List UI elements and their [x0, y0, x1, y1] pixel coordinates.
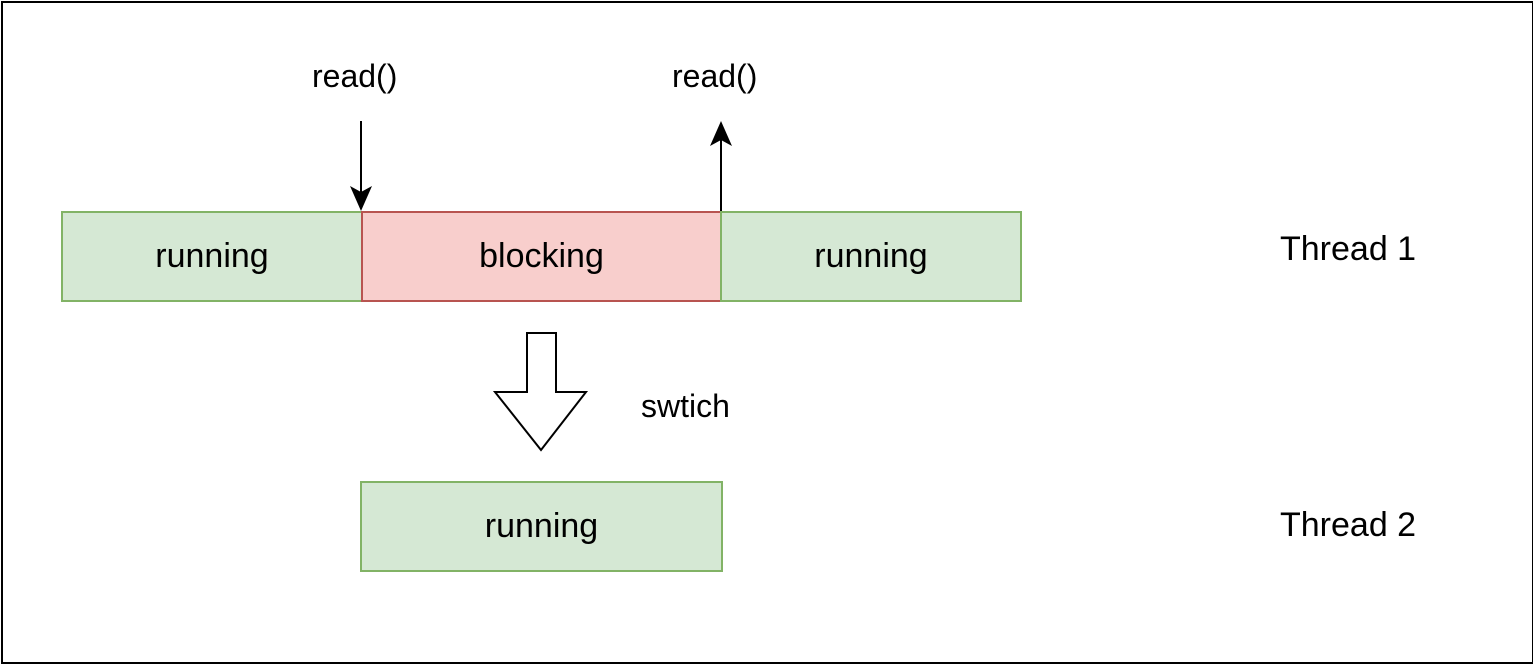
switch-label: swtich [641, 388, 730, 424]
thread1-running-segment: running [720, 211, 1022, 302]
thread2-label: Thread 2 [1280, 506, 1417, 544]
thread1-label: Thread 1 [1280, 230, 1417, 268]
read-call-arrow [350, 121, 372, 211]
switch-arrow [492, 332, 589, 452]
thread1-blocking-segment: blocking [361, 211, 722, 302]
read-return-label: read() [672, 58, 758, 94]
read-call-label: read() [312, 58, 398, 94]
thread1-running-segment: running [61, 211, 363, 302]
thread2-running-segment: running [360, 481, 723, 572]
read-return-arrow [710, 121, 732, 211]
